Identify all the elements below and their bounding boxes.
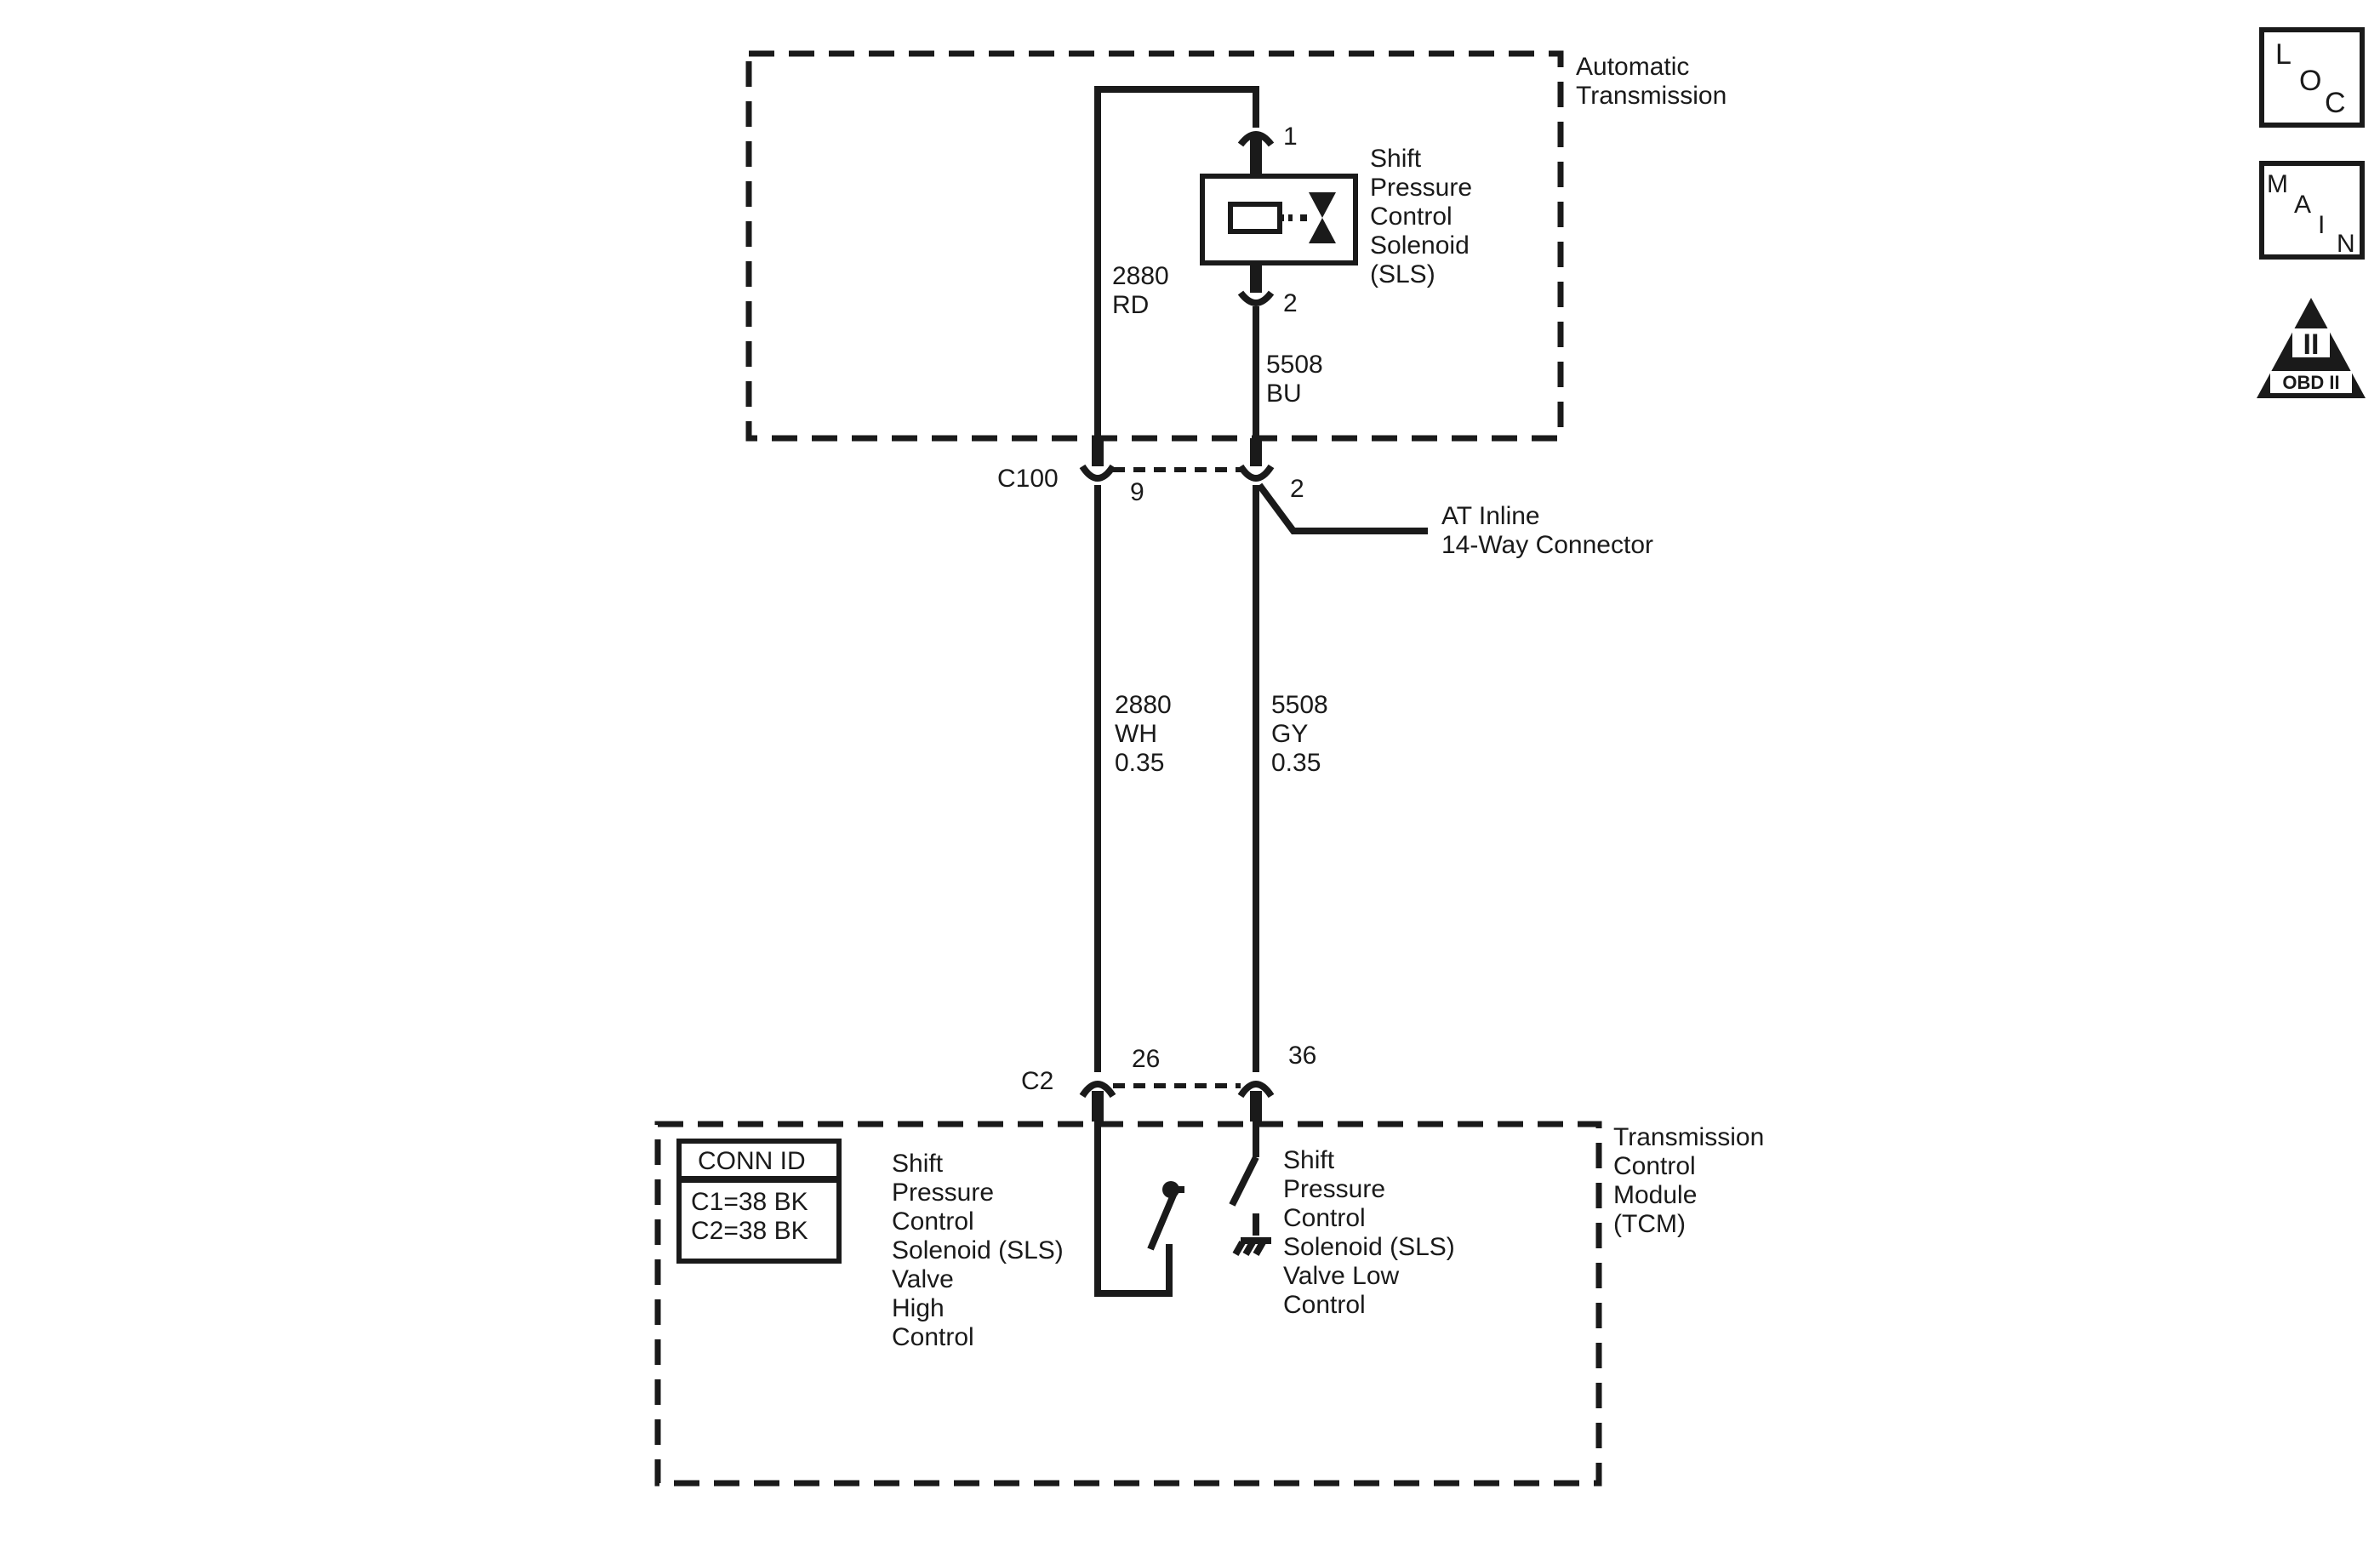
c100-pin-2-terminal (1237, 464, 1275, 482)
svg-text:I: I (2318, 211, 2325, 239)
main-icon[interactable]: M A I N (2259, 161, 2365, 260)
c2-pin-36-terminal (1237, 1081, 1275, 1099)
conn-id-box: CONN ID C1=38 BK C2=38 BK (676, 1139, 842, 1264)
high-control-switch-blade (1147, 1191, 1178, 1251)
c100-description: AT Inline 14-Way Connector (1441, 502, 1653, 559)
svg-text:II: II (2303, 328, 2320, 361)
c100-leader-line (1256, 482, 1428, 534)
automatic-transmission-boundary (745, 50, 1564, 442)
solenoid-pin-1-terminal (1237, 131, 1275, 147)
loc-icon[interactable]: L O C (2259, 27, 2365, 128)
wire-lower-right-label: 5508 GY 0.35 (1271, 691, 1335, 777)
c2-pin-36-label: 36 (1288, 1042, 1316, 1070)
solenoid-label: Shift Pressure Control Solenoid (SLS) (1370, 145, 1479, 288)
svg-text:M: M (2267, 170, 2288, 198)
conn-id-title: CONN ID (698, 1147, 806, 1175)
svg-text:L: L (2275, 38, 2292, 71)
svg-text:N: N (2337, 230, 2355, 258)
solenoid-coil (1228, 202, 1282, 234)
c100-pin-2-label: 2 (1290, 475, 1304, 503)
obd-ii-icon[interactable]: II OBD II (2257, 298, 2366, 398)
tcm-title: Transmission Control Module (TCM) (1613, 1123, 1772, 1238)
conn-id-row-2: C2=38 BK (691, 1217, 808, 1245)
svg-text:A: A (2294, 191, 2311, 219)
wire-upper-right-label: 5508 BU (1266, 351, 1330, 408)
c100-pin-9-label: 9 (1130, 478, 1144, 506)
c2-pin-26-label: 26 (1132, 1045, 1160, 1073)
c100-id-label: C100 (997, 465, 1059, 493)
ground-icon (1232, 1237, 1271, 1256)
wire-2880-rd-loop (1094, 86, 1259, 438)
solenoid-pin-2-label: 2 (1283, 289, 1298, 317)
svg-text:C: C (2325, 87, 2346, 119)
low-control-label: Shift Pressure Control Solenoid (SLS) Va… (1283, 1146, 1462, 1319)
solenoid-pin-1-label: 1 (1283, 123, 1298, 151)
conn-id-row-1: C1=38 BK (691, 1188, 808, 1216)
wire-lower-left-label: 2880 WH 0.35 (1115, 691, 1179, 777)
solenoid-valve-icon (1309, 192, 1336, 243)
c2-id-label: C2 (1021, 1067, 1053, 1095)
tcm-boundary (654, 1121, 1602, 1487)
svg-text:OBD II: OBD II (2282, 372, 2339, 393)
automatic-transmission-title: Automatic Transmission (1576, 53, 1726, 110)
high-control-label: Shift Pressure Control Solenoid (SLS) Va… (892, 1150, 1070, 1351)
c2-pin-26-terminal (1079, 1081, 1116, 1099)
high-control-circuit (1094, 1122, 1173, 1297)
c100-pin-9-terminal (1079, 464, 1116, 482)
low-control-switch-blade (1229, 1156, 1259, 1207)
svg-text:O: O (2299, 65, 2321, 97)
wire-upper-left-label: 2880 RD (1112, 262, 1176, 319)
solenoid-pin-2-terminal (1237, 290, 1275, 306)
